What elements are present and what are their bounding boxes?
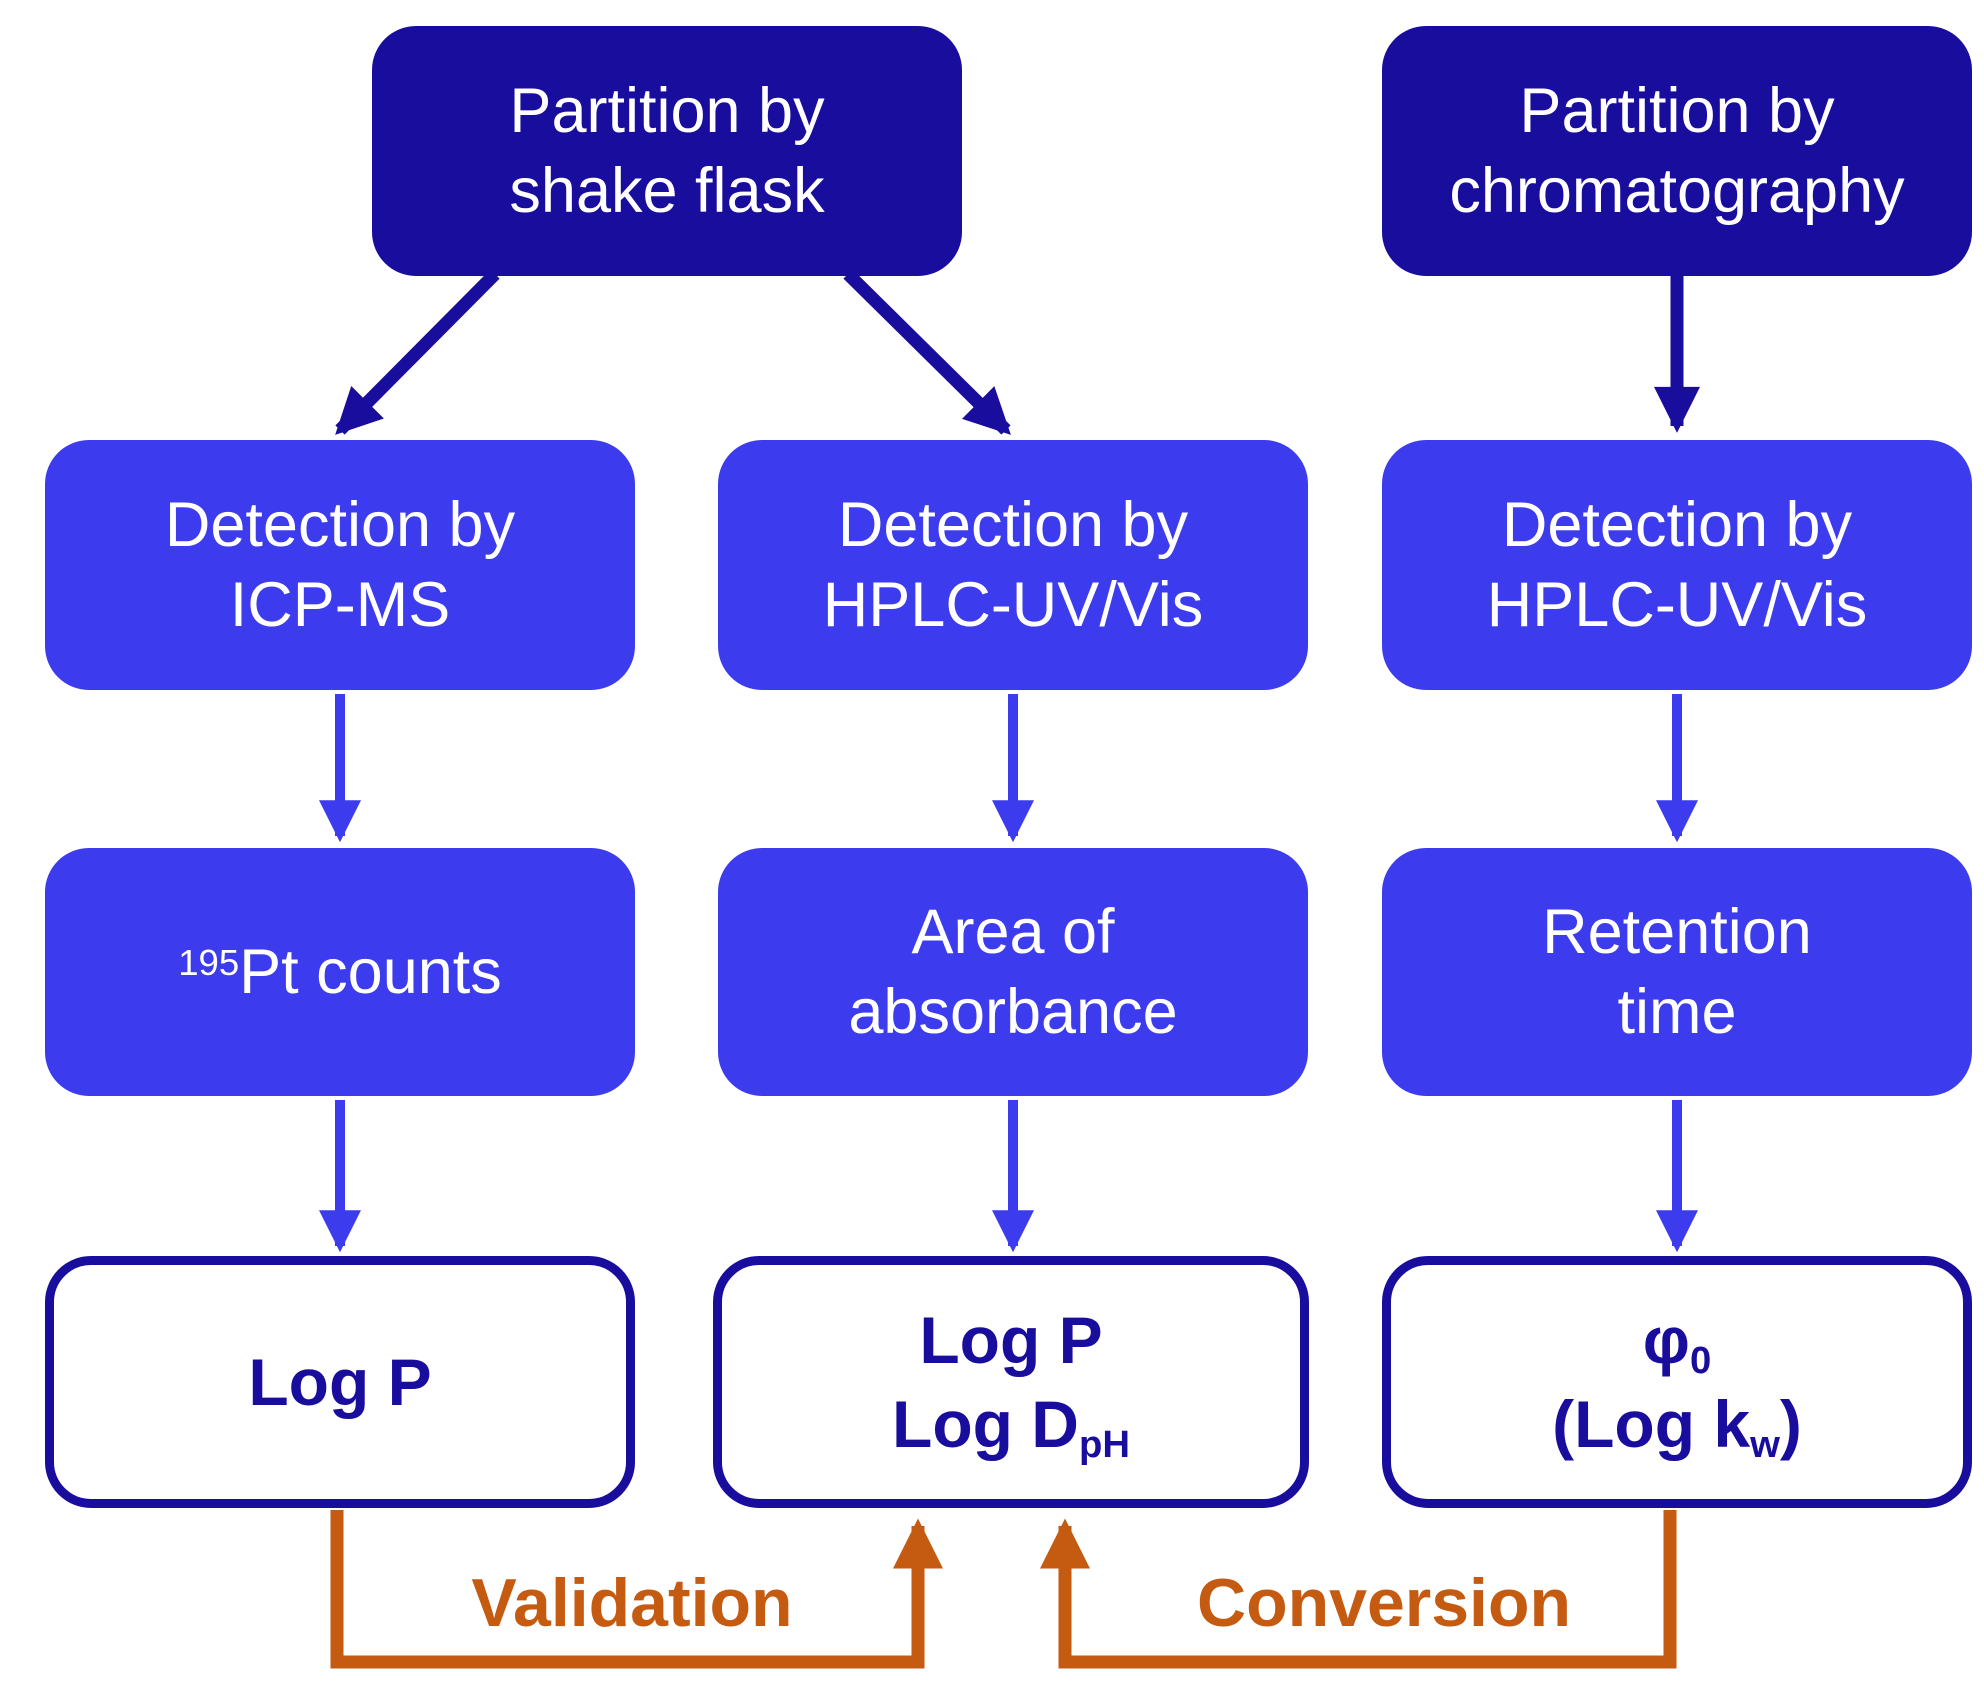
log-kw-close: )	[1779, 1387, 1802, 1461]
box-text-line: Log P	[919, 1303, 1103, 1377]
box-text-line: chromatography	[1449, 156, 1905, 226]
box-text-line: (Log kw)	[1552, 1382, 1802, 1466]
box-text-line: Partition by	[509, 76, 825, 146]
box-log-p-log-d: Log P Log DpH	[713, 1256, 1309, 1508]
box-detection-icp-ms: Detection by ICP-MS	[45, 440, 635, 690]
box-detection-hplc-chrom: Detection by HPLC-UV/Vis	[1382, 440, 1972, 690]
box-text-line: time	[1617, 977, 1737, 1047]
box-text-line: absorbance	[848, 977, 1178, 1047]
box-area-of-absorbance: Area of absorbance	[718, 848, 1308, 1096]
connector-conversion	[1040, 1510, 1677, 1669]
validation-label: Validation	[471, 1565, 793, 1641]
box-retention-time: Retention time	[1382, 848, 1972, 1096]
log-d-main: Log D	[892, 1387, 1079, 1461]
box-text-line: Detection by	[1501, 490, 1853, 560]
box-partition-shake-flask: Partition by shake flask	[372, 26, 962, 276]
box-text-line: Detection by	[164, 490, 516, 560]
box-text-line: shake flask	[509, 156, 825, 226]
box-text-line: HPLC-UV/Vis	[822, 570, 1204, 640]
box-text-line: Log P	[248, 1345, 432, 1419]
box-text-line: ICP-MS	[229, 570, 451, 640]
box-pt-counts: 195Pt counts	[45, 848, 635, 1096]
pt-counts-label: Pt counts	[239, 937, 502, 1007]
box-detection-hplc-shake: Detection by HPLC-UV/Vis	[718, 440, 1308, 690]
box-text-line: φ0	[1643, 1298, 1712, 1382]
log-kw-open: (Log k	[1552, 1387, 1751, 1461]
log-kw-subscript: w	[1750, 1422, 1780, 1466]
box-text-line: 195Pt counts	[178, 932, 502, 1012]
isotope-superscript: 195	[178, 942, 240, 984]
box-text-line: Detection by	[837, 490, 1189, 560]
box-text-line: Retention	[1542, 897, 1812, 967]
box-text-line: HPLC-UV/Vis	[1486, 570, 1868, 640]
box-phi-zero: φ0 (Log kw)	[1382, 1256, 1972, 1508]
conversion-label: Conversion	[1196, 1565, 1572, 1641]
box-text-line: Area of	[911, 897, 1115, 967]
log-d-subscript: pH	[1078, 1422, 1130, 1466]
box-text-line: Partition by	[1519, 76, 1835, 146]
phi-symbol: φ	[1642, 1303, 1690, 1377]
connector-validation	[330, 1510, 943, 1669]
arrow-shake-flask-to-icpms	[335, 269, 500, 435]
box-text-line: Log DpH	[892, 1382, 1130, 1466]
box-partition-chromatography: Partition by chromatography	[1382, 26, 1972, 276]
arrow-shake-flask-to-hplc	[843, 269, 1011, 435]
box-log-p: Log P	[45, 1256, 635, 1508]
phi-subscript: 0	[1689, 1338, 1712, 1382]
